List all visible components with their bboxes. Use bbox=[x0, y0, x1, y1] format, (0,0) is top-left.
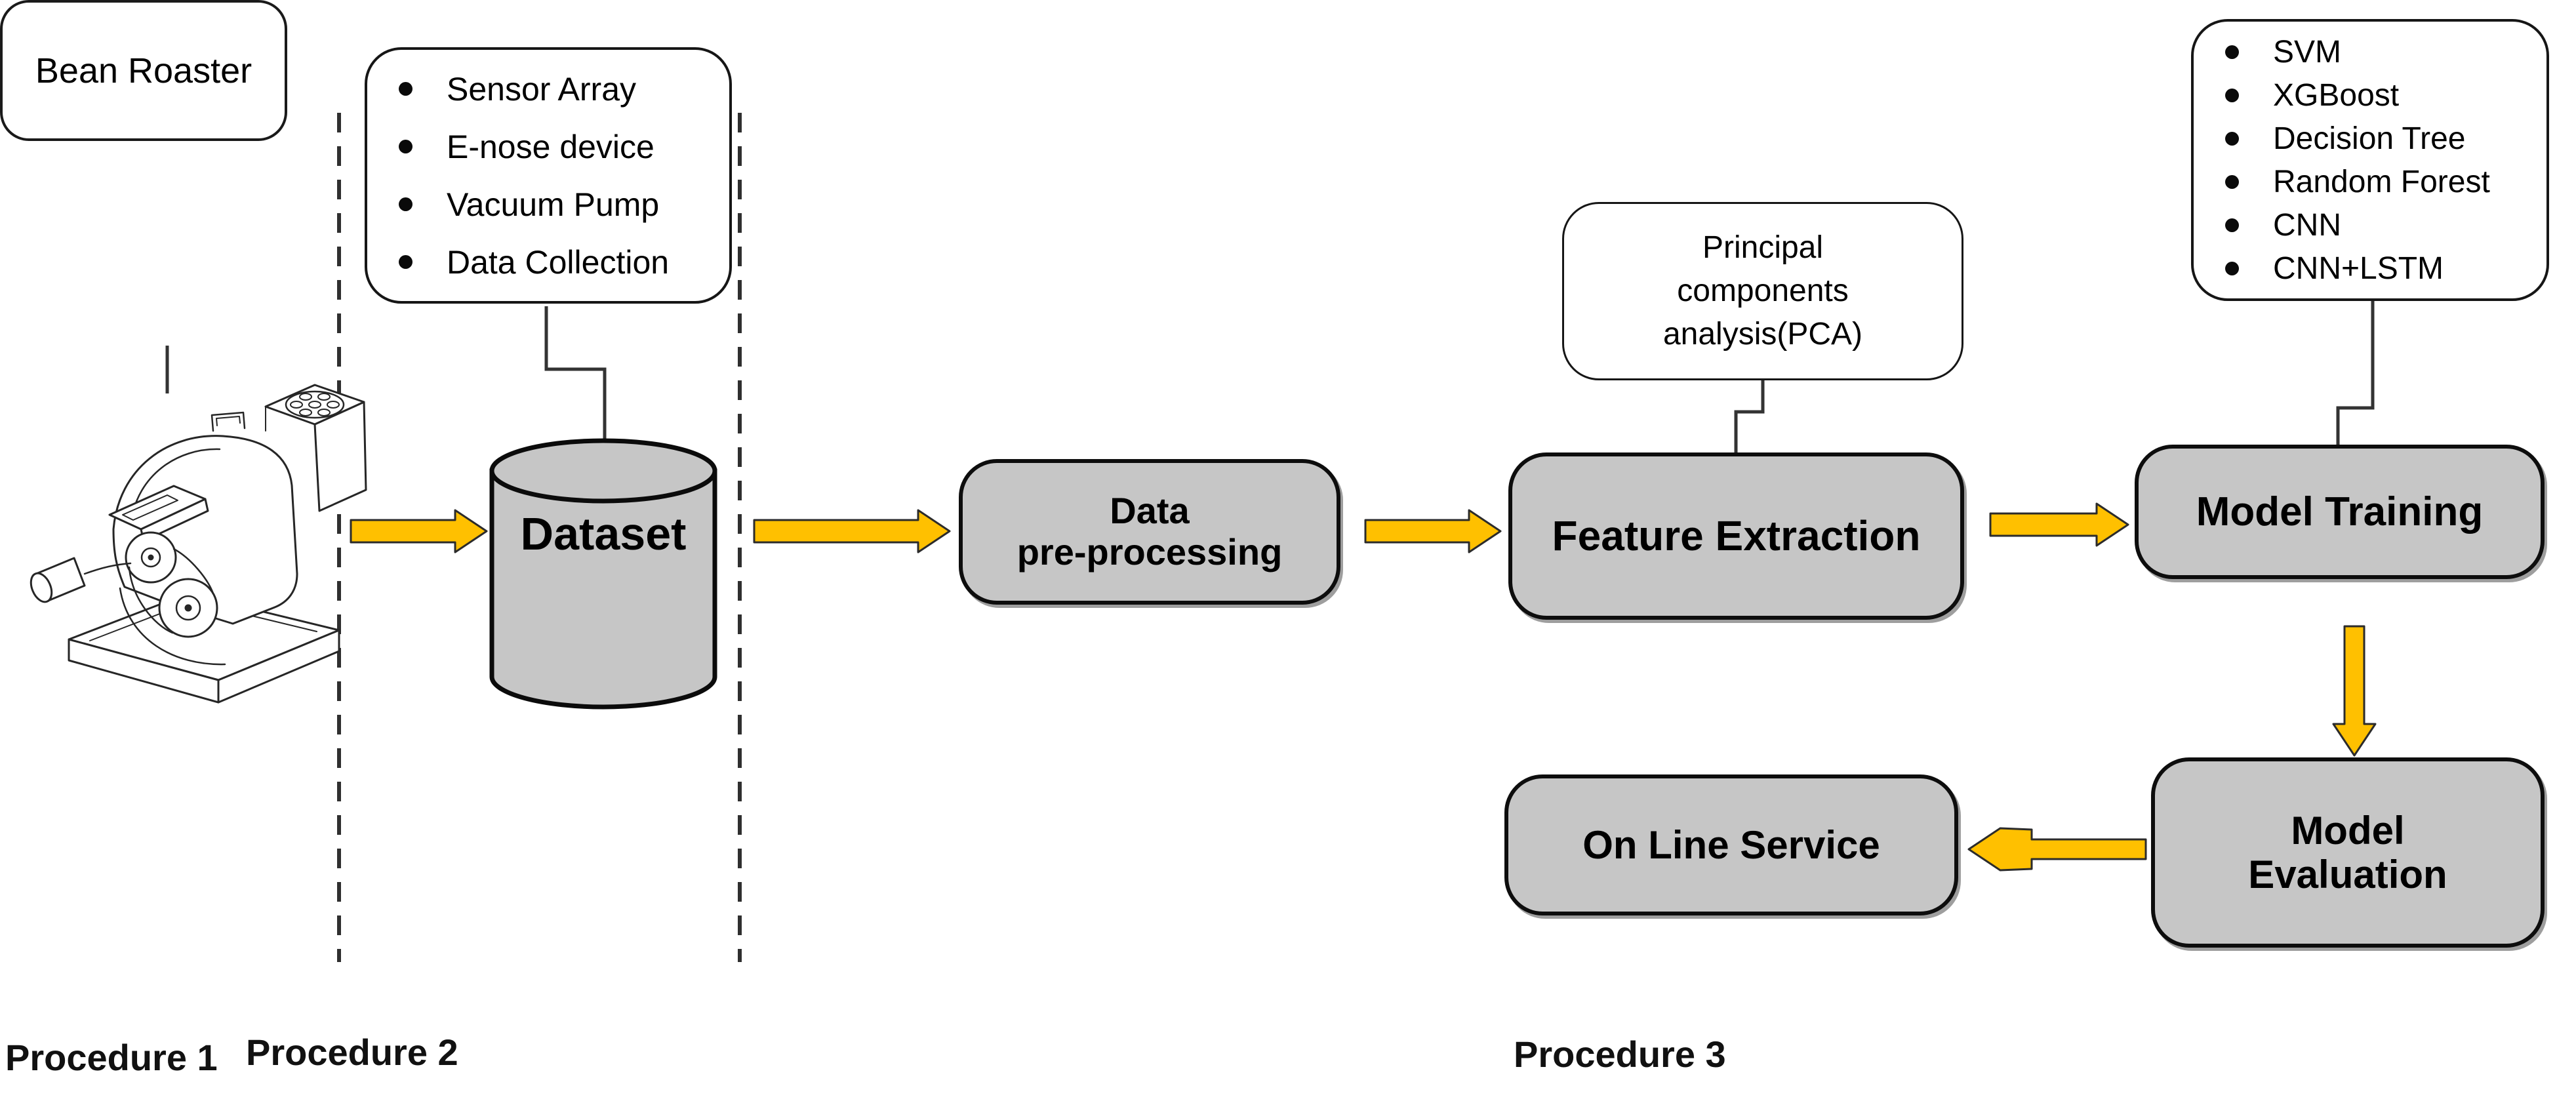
model-item-label: CNN bbox=[2273, 207, 2341, 243]
connector-equipment-to-dataset bbox=[544, 306, 607, 443]
arrow-preprocessing-to-feature-extraction bbox=[1364, 509, 1502, 553]
model-item-label: Random Forest bbox=[2273, 164, 2490, 199]
list-item: SVM bbox=[2225, 30, 2546, 73]
pca-line3: analysis(PCA) bbox=[1662, 317, 1863, 352]
model-evaluation-line1: Model bbox=[2291, 808, 2405, 853]
arrow-into-dataset bbox=[350, 509, 488, 553]
bullet-dot-icon bbox=[2225, 88, 2239, 102]
connector-models-to-model-training bbox=[2336, 300, 2375, 447]
bean-roaster-label: Bean Roaster bbox=[35, 50, 252, 90]
list-item: CNN bbox=[2225, 203, 2546, 247]
model-item-label: SVM bbox=[2273, 34, 2342, 70]
arrow-dataset-to-preprocessing bbox=[753, 509, 951, 553]
list-item: Sensor Array bbox=[399, 60, 729, 118]
list-item: XGBoost bbox=[2225, 73, 2546, 117]
data-preprocessing-node: Data pre-processing bbox=[959, 459, 1340, 605]
bean-roaster-node: Bean Roaster bbox=[0, 0, 287, 141]
list-item: E-nose device bbox=[399, 118, 729, 176]
bullet-dot-icon bbox=[399, 82, 413, 96]
model-evaluation-line2: Evaluation bbox=[2248, 853, 2447, 896]
model-training-node: Model Training bbox=[2135, 445, 2545, 579]
models-list: SVM XGBoost Decision Tree Random Forest … bbox=[2194, 30, 2546, 290]
equipment-item-label: E-nose device bbox=[447, 128, 654, 165]
online-service-node: On Line Service bbox=[1504, 774, 1958, 915]
pca-line1: Principal bbox=[1702, 230, 1824, 265]
procedure-1-label: Procedure 1 bbox=[5, 1037, 218, 1078]
feature-extraction-node: Feature Extraction bbox=[1508, 452, 1964, 620]
data-preprocessing-line2: pre-processing bbox=[1016, 531, 1283, 573]
database-cylinder-icon bbox=[489, 438, 717, 710]
list-item: Data Collection bbox=[399, 233, 729, 291]
model-evaluation-node: Model Evaluation bbox=[2151, 757, 2545, 948]
bullet-dot-icon bbox=[2225, 174, 2239, 189]
arrow-model-evaluation-to-online-service bbox=[1967, 827, 2147, 872]
model-training-label: Model Training bbox=[2196, 489, 2484, 534]
pca-callout: Principal components analysis(PCA) bbox=[1562, 202, 1963, 380]
bullet-dot-icon bbox=[399, 197, 413, 211]
models-callout: SVM XGBoost Decision Tree Random Forest … bbox=[2191, 19, 2549, 301]
procedure-3-label: Procedure 3 bbox=[1514, 1034, 1726, 1075]
procedure-2-label: Procedure 2 bbox=[246, 1032, 458, 1073]
bullet-dot-icon bbox=[2225, 218, 2239, 232]
equipment-callout: Sensor Array E-nose device Vacuum Pump D… bbox=[365, 47, 732, 304]
bullet-dot-icon bbox=[2225, 261, 2239, 275]
arrow-feature-extraction-to-model-training bbox=[1989, 502, 2129, 547]
dataset-node-label: Dataset bbox=[492, 504, 715, 564]
model-item-label: Decision Tree bbox=[2273, 121, 2466, 156]
list-item: Decision Tree bbox=[2225, 117, 2546, 160]
bullet-dot-icon bbox=[399, 255, 413, 269]
feature-extraction-label: Feature Extraction bbox=[1552, 512, 1921, 559]
equipment-item-label: Data Collection bbox=[447, 243, 670, 281]
bean-roaster-illustration bbox=[30, 384, 367, 704]
list-item: Random Forest bbox=[2225, 160, 2546, 203]
bullet-dot-icon bbox=[399, 140, 413, 153]
equipment-list: Sensor Array E-nose device Vacuum Pump D… bbox=[367, 60, 729, 291]
online-service-label: On Line Service bbox=[1582, 822, 1880, 867]
data-preprocessing-line1: Data bbox=[1110, 490, 1190, 532]
connector-pca-to-feature-extraction bbox=[1734, 379, 1765, 454]
list-item: Vacuum Pump bbox=[399, 176, 729, 233]
dataset-label: Dataset bbox=[520, 508, 687, 559]
equipment-item-label: Sensor Array bbox=[447, 70, 637, 108]
equipment-item-label: Vacuum Pump bbox=[447, 186, 660, 223]
model-item-label: CNN+LSTM bbox=[2273, 251, 2444, 286]
arrow-model-training-to-model-evaluation bbox=[2332, 625, 2377, 757]
model-item-label: XGBoost bbox=[2273, 77, 2400, 113]
bullet-dot-icon bbox=[2225, 45, 2239, 59]
pca-line2: components bbox=[1677, 273, 1849, 308]
list-item: CNN+LSTM bbox=[2225, 247, 2546, 290]
bullet-dot-icon bbox=[2225, 131, 2239, 146]
